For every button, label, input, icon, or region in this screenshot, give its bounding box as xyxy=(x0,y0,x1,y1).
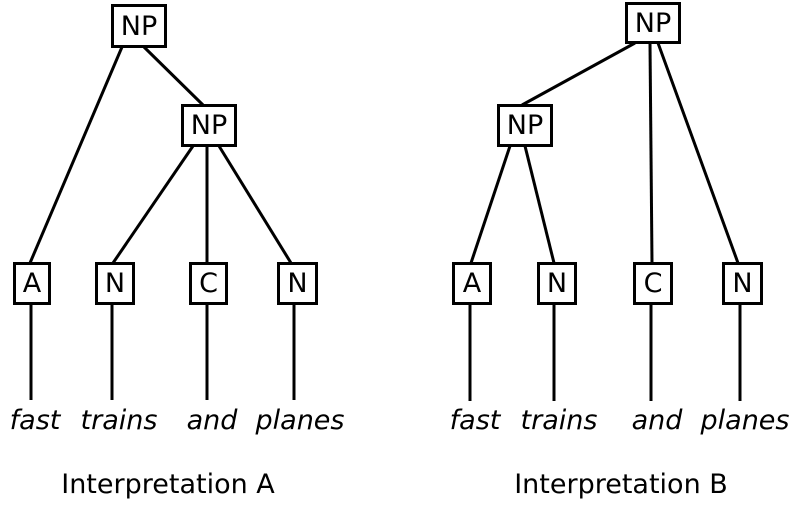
tree-b-caption: Interpretation B xyxy=(514,469,728,500)
tree-a-word-2: and xyxy=(186,405,238,436)
tree-a-caption: Interpretation A xyxy=(61,469,275,500)
edge-a-root-to-inner xyxy=(142,45,205,107)
tree-b-leaf-0-label: A xyxy=(462,268,482,299)
tree-a-inner-node: NP xyxy=(181,104,237,147)
tree-a-leaf-2-label: C xyxy=(199,268,218,299)
tree-b-leaf-2: C xyxy=(633,262,673,305)
tree-b-leaf-3: N xyxy=(722,262,763,305)
edge-a-root-to-leaf0 xyxy=(28,46,124,264)
tree-a-leaf-3: N xyxy=(277,262,318,305)
tree-a-leaf-1-label: N xyxy=(104,268,126,299)
tree-b-word-3: planes xyxy=(700,405,790,436)
tree-b-leaf-1: N xyxy=(537,262,577,305)
tree-a-leaf-2: C xyxy=(189,262,228,305)
edge-b-inner-to-leaf0 xyxy=(469,145,512,264)
tree-a-leaf-0: A xyxy=(13,262,51,305)
tree-b-leaf-0: A xyxy=(452,262,492,305)
tree-a-inner-label: NP xyxy=(190,110,228,141)
tree-a-word-1: trains xyxy=(80,405,158,436)
tree-a-leaf-3-label: N xyxy=(287,268,308,299)
edge-b-root-to-leaf2 xyxy=(648,42,654,264)
tree-b-word-1: trains xyxy=(520,405,598,436)
tree-b-word-0: fast xyxy=(449,405,501,436)
edge-a-inner-to-leaf3 xyxy=(217,145,293,264)
tree-b-leaf-2-label: C xyxy=(643,268,663,299)
tree-b-leaf-1-label: N xyxy=(546,268,568,299)
tree-b-root-label: NP xyxy=(634,7,672,39)
edge-a-inner-to-leaf1 xyxy=(111,145,195,264)
tree-b-inner-label: NP xyxy=(506,110,544,141)
tree-b-leaf-3-label: N xyxy=(732,268,753,299)
edge-b-inner-to-leaf1 xyxy=(523,145,556,264)
tree-a-root-node: NP xyxy=(111,4,167,48)
tree-a-leaf-1: N xyxy=(95,262,135,305)
tree-b-inner-node: NP xyxy=(497,104,553,147)
tree-a-leaf-0-label: A xyxy=(22,268,42,299)
edge-b-root-to-leaf3 xyxy=(656,42,740,264)
tree-b-word-2: and xyxy=(631,405,683,436)
tree-a-word-0: fast xyxy=(9,405,61,436)
tree-b-root-node: NP xyxy=(625,2,681,44)
tree-a-word-3: planes xyxy=(255,405,345,436)
edge-b-root-to-inner xyxy=(521,41,636,107)
tree-a-root-label: NP xyxy=(120,10,158,42)
